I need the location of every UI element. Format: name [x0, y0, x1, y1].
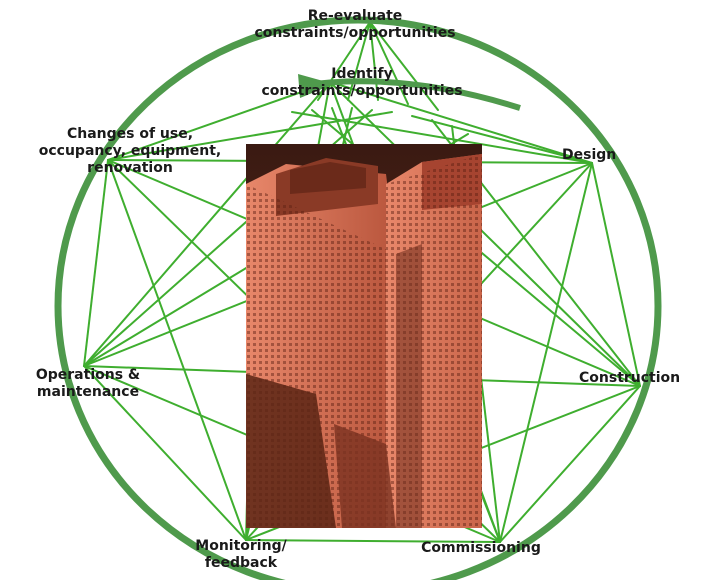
connection-line [369, 21, 439, 111]
node-label-construction: Construction [579, 370, 681, 386]
tower-gap-shadow [396, 244, 422, 528]
connection-line [411, 115, 593, 164]
connection-line [83, 159, 109, 367]
connection-line [499, 385, 641, 543]
foreground-building [246, 374, 336, 528]
connection-line [329, 81, 593, 164]
lower-building [334, 424, 396, 528]
connection-line [499, 162, 593, 543]
connection-line [329, 81, 641, 387]
node-label-commissioning: Commissioning [421, 540, 541, 556]
connection-line [369, 21, 379, 101]
connection-line [83, 81, 331, 367]
node-label-monitoring: Monitoring/ feedback [195, 538, 287, 571]
node-label-operations: Operations & maintenance [35, 367, 141, 400]
connection-line [347, 21, 371, 101]
cycle-arrowhead [298, 74, 334, 98]
connection-line [369, 21, 409, 105]
node-label-reevaluate: Re-evaluate constraints/opportunities [254, 8, 456, 41]
building-photo [246, 144, 482, 528]
connection-line [107, 159, 247, 541]
node-label-identify: Identify constraints/opportunities [261, 66, 463, 99]
left-tower-roof [290, 162, 366, 194]
connection-line [83, 365, 247, 541]
connection-line [591, 162, 641, 387]
connection-line [107, 81, 331, 161]
node-label-changes: Changes of use, occupancy, equipment, re… [38, 126, 222, 176]
outer-cycle-ellipse [54, 16, 662, 584]
node-label-design: Design [562, 147, 617, 163]
connection-line [245, 539, 501, 543]
cycle-ring [54, 16, 662, 584]
